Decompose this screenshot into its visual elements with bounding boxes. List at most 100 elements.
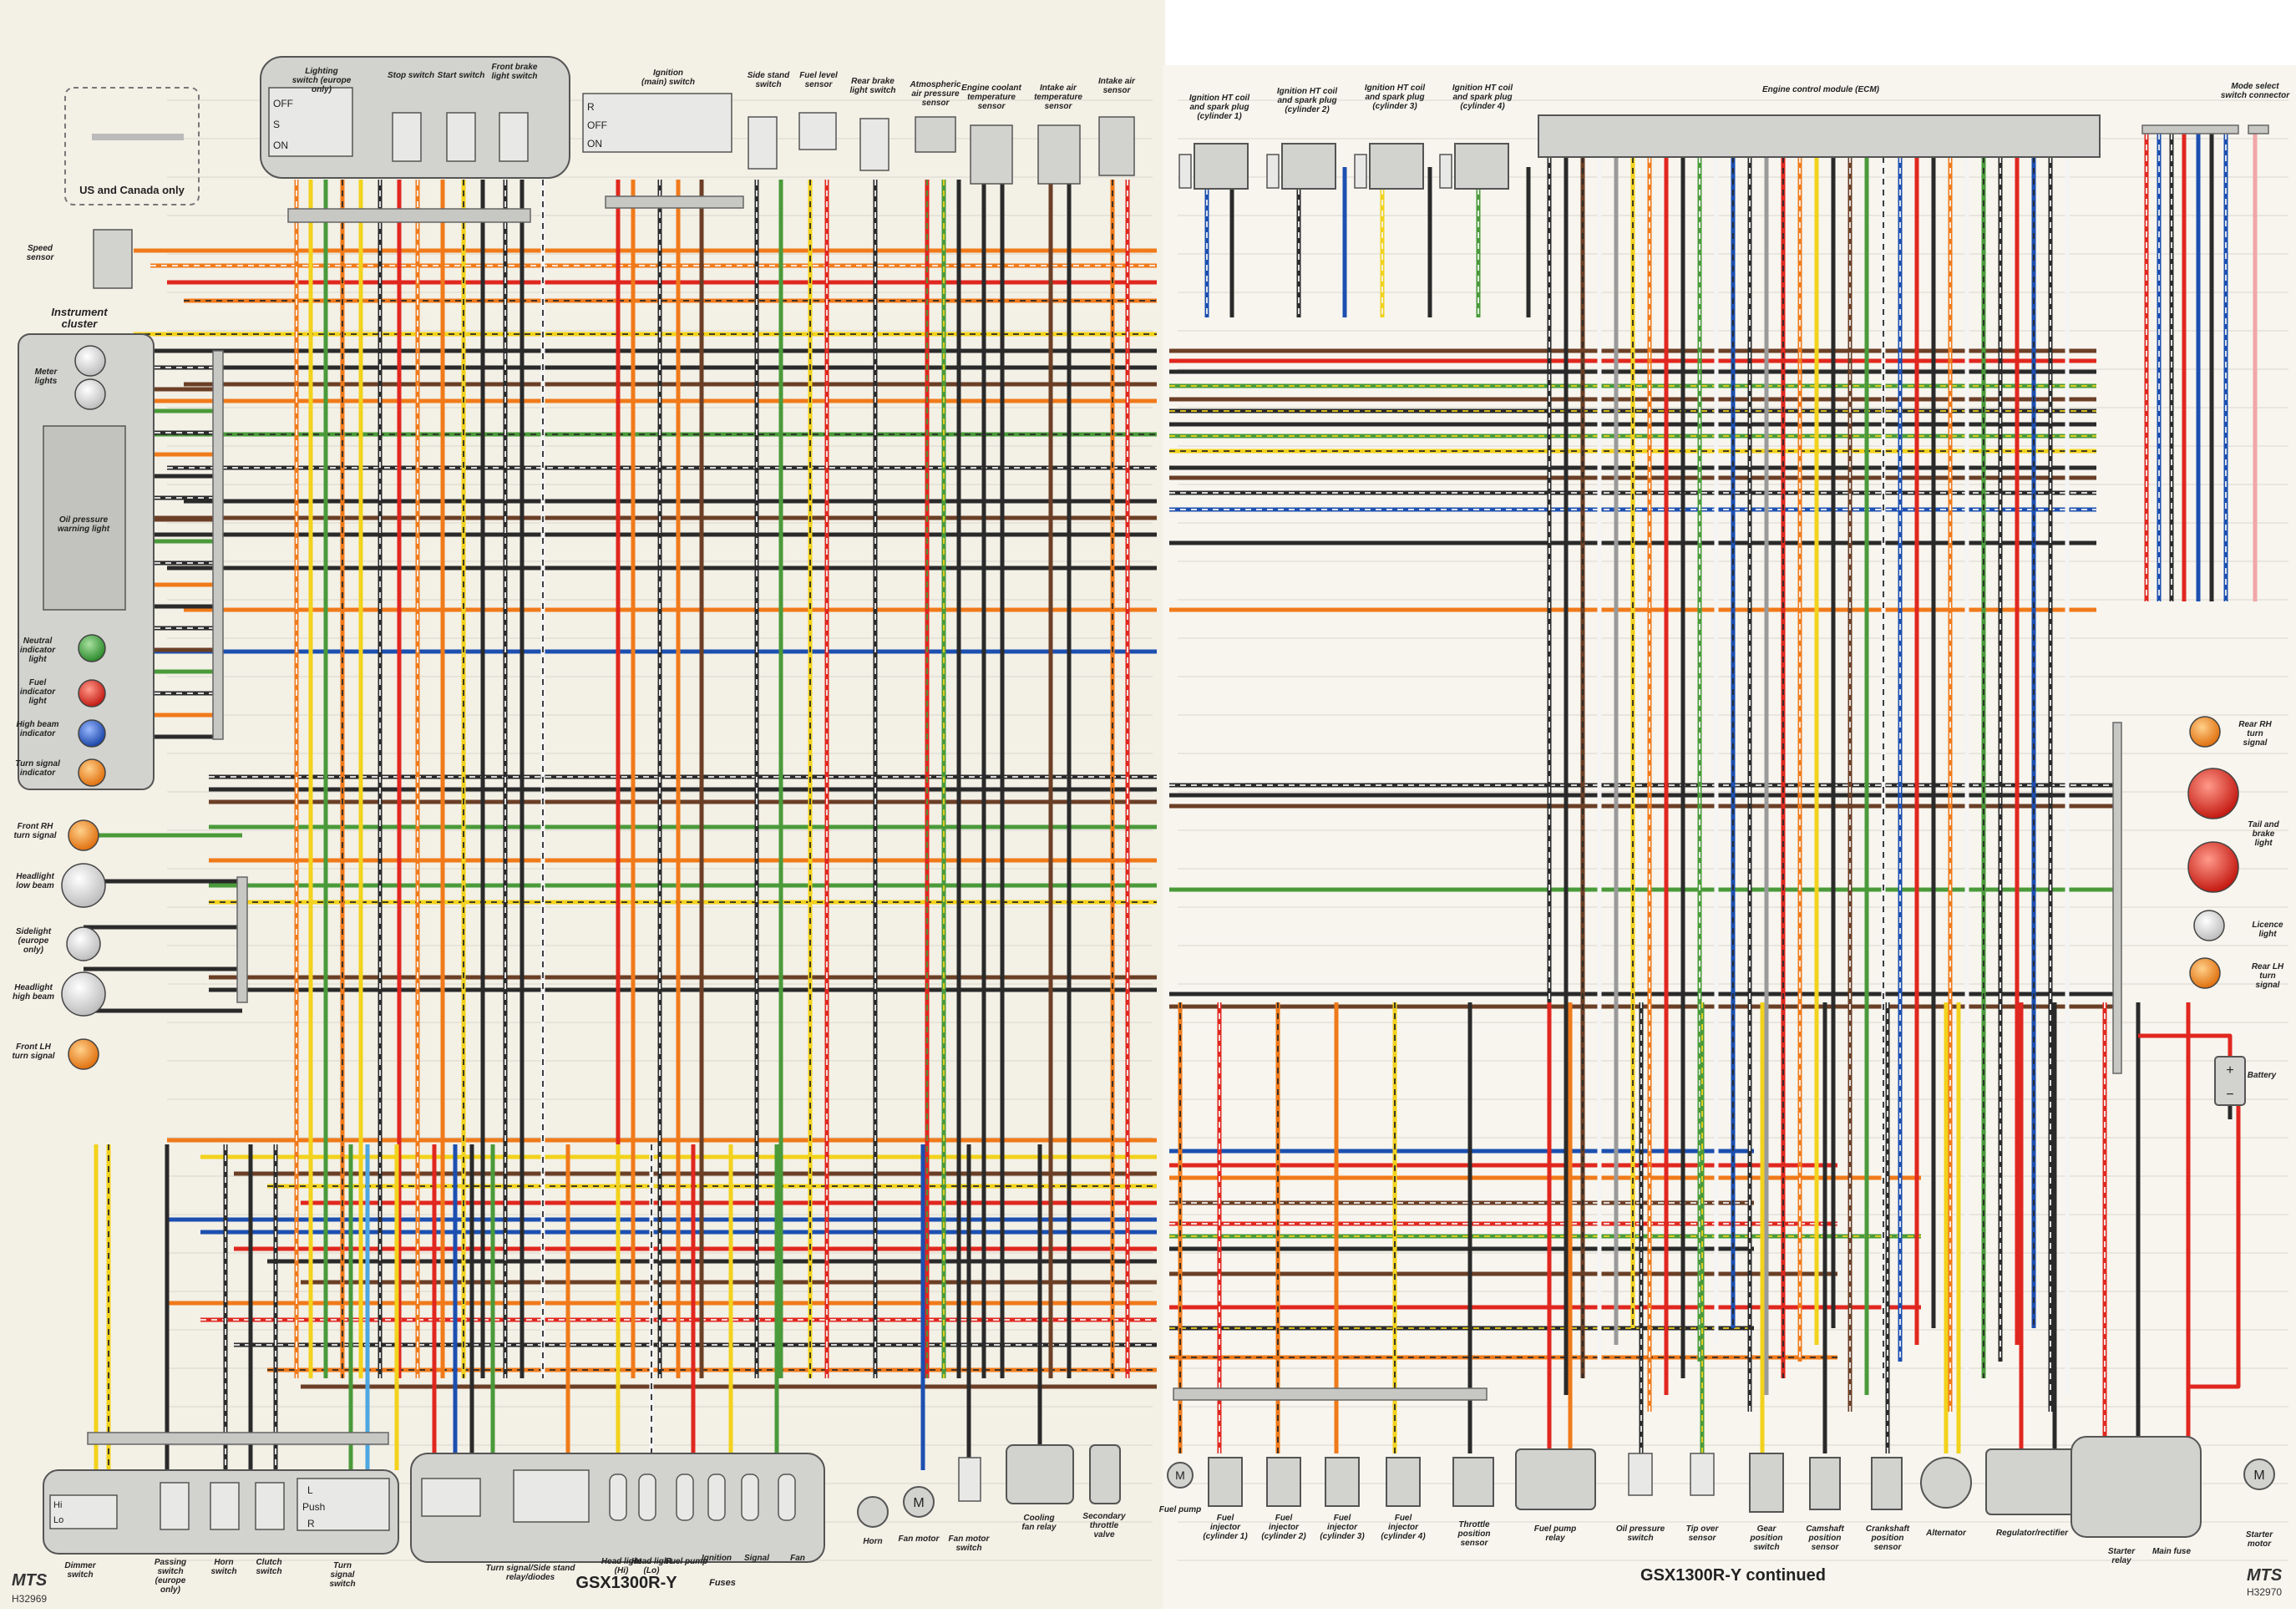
clutch-switch[interactable] [255, 1482, 285, 1530]
neutral-indicator-icon [78, 634, 106, 662]
ecm-connector-strip [2141, 124, 2239, 134]
crankshaft-position-sensor[interactable] [1871, 1457, 1903, 1510]
ignition-coil-1[interactable] [1194, 143, 1249, 190]
meter-light-2-icon [74, 378, 106, 410]
tail-brake-light-2-icon [2187, 841, 2239, 893]
ignition-coil-4[interactable] [1454, 143, 1509, 190]
left-bottom-label-8: Head light(Lo) [631, 1557, 672, 1575]
starter-motor[interactable] [2243, 1458, 2275, 1490]
fuse-3[interactable] [676, 1474, 694, 1521]
fuse-2[interactable] [638, 1474, 656, 1521]
right-logo: MTS [2247, 1566, 2283, 1585]
turn-row-l: L [307, 1484, 313, 1496]
passing-switch[interactable] [160, 1482, 190, 1530]
left-bottom-label-11: Signal [744, 1554, 769, 1563]
starter-relay-main-fuse-box[interactable] [2070, 1436, 2202, 1538]
intake-air-sensor[interactable] [1098, 116, 1135, 176]
us-canada-inset: US and Canada only [64, 87, 200, 205]
battery[interactable]: + − [2214, 1056, 2246, 1106]
fuse-6[interactable] [778, 1474, 796, 1521]
speed-sensor[interactable] [93, 229, 133, 289]
fan-motor[interactable] [903, 1486, 935, 1518]
start-switch[interactable] [446, 112, 476, 162]
fuel-pump-relay[interactable] [1515, 1448, 1596, 1510]
fuel-injector-1[interactable] [1208, 1457, 1243, 1507]
spark-plug-3 [1354, 154, 1367, 189]
left-logo: MTS [12, 1571, 48, 1590]
rear-lamp-connector [2112, 722, 2122, 1074]
front-lh-turn-signal-icon [68, 1038, 99, 1070]
engine-control-module[interactable] [1538, 114, 2101, 158]
dimmer-switch[interactable] [49, 1494, 118, 1529]
left-bottom-label-14: Fan motor [899, 1534, 940, 1544]
turn-signal-indicator-icon [78, 758, 106, 787]
rear-rh-turn-signal-icon [2189, 716, 2221, 748]
ignition-coil-2[interactable] [1281, 143, 1336, 190]
fuel-pump[interactable] [1167, 1462, 1194, 1489]
fuses [609, 1474, 796, 1521]
mode-select-connector[interactable] [2248, 124, 2269, 134]
fuse-5[interactable] [741, 1474, 759, 1521]
camshaft-position-sensor[interactable] [1809, 1457, 1841, 1510]
fuel-injector-2[interactable] [1266, 1457, 1301, 1507]
left-top-label-5: Ignition(main) switch [641, 68, 695, 87]
oil-pressure-switch[interactable] [1628, 1453, 1653, 1496]
lamps [61, 345, 2239, 1070]
fuse-1[interactable] [609, 1474, 627, 1521]
tip-over-sensor[interactable] [1690, 1453, 1715, 1496]
regulator-rectifier[interactable] [1985, 1448, 2079, 1515]
turn-signal-relay[interactable] [513, 1469, 590, 1523]
fuel-injector-4[interactable] [1386, 1457, 1421, 1507]
gear-position-switch[interactable] [1749, 1453, 1784, 1513]
right-top-label-5: Engine control module (ECM) [1762, 85, 1880, 94]
rear-brake-light-switch[interactable] [859, 118, 890, 171]
lighting-row-off: OFF [273, 98, 293, 109]
ignition-coil-3[interactable] [1369, 143, 1424, 190]
turn-row-r: R [307, 1518, 315, 1529]
throttle-position-sensor[interactable] [1452, 1457, 1494, 1507]
atmospheric-pressure-sensor[interactable] [915, 116, 956, 153]
right-bottom-label-14: Regulator/rectifier [1996, 1529, 2069, 1538]
left-bottom-label-10: Ignition [702, 1554, 732, 1563]
coolant-temperature-sensor[interactable] [970, 124, 1013, 185]
sidelight-icon [66, 926, 101, 961]
right-title: GSX1300R-Y continued [1640, 1566, 1826, 1585]
turn-signal-switch[interactable] [297, 1478, 390, 1531]
injector-connector-strip [1173, 1387, 1488, 1401]
horn-switch[interactable] [210, 1482, 240, 1530]
intake-air-temperature-sensor[interactable] [1037, 124, 1081, 185]
right-bottom-label-1: Fuel pump [1159, 1505, 1202, 1514]
secondary-throttle-valve[interactable] [1089, 1444, 1121, 1504]
fuel-level-sensor[interactable] [798, 112, 837, 150]
side-stand-switch[interactable] [748, 116, 778, 170]
fuse-4[interactable] [707, 1474, 726, 1521]
stop-switch[interactable] [392, 112, 422, 162]
handlebar-switch-group: OFF S ON [260, 56, 570, 223]
fan-motor-switch[interactable] [958, 1457, 981, 1502]
alternator[interactable] [1920, 1457, 1972, 1509]
cooling-fan-relay[interactable] [1006, 1444, 1074, 1504]
ignition-switch[interactable]: R OFF ON [582, 93, 744, 209]
right-bottom-label-16: Main fuse [2152, 1547, 2192, 1556]
fuel-injector-3[interactable] [1325, 1457, 1360, 1507]
front-brake-light-switch[interactable] [499, 112, 529, 162]
lighting-switch[interactable] [268, 87, 353, 157]
fuel-injectors [1208, 1457, 1421, 1507]
horn[interactable] [857, 1496, 889, 1528]
